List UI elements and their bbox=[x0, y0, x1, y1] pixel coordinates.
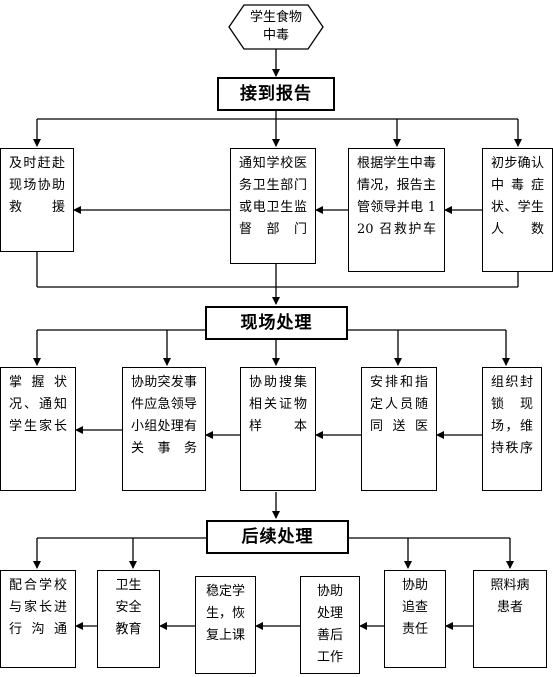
stage3-step5-box: 协助追查责任 bbox=[384, 570, 446, 668]
stage2-step2-box: 协助突发事件应急领导小组处理有关事务 bbox=[122, 367, 206, 491]
start-node: 学生食物中毒 bbox=[229, 5, 323, 49]
stage1-step3-box: 根据学生中毒情况，报告主管领导并电 120 召救护车 bbox=[348, 148, 445, 272]
stage3-step3-box: 稳定学生，恢复上课 bbox=[195, 576, 256, 674]
stage2-step3-box: 协助搜集相关证物样本 bbox=[240, 367, 316, 491]
stage2-header: 现场处理 bbox=[205, 306, 348, 340]
start-node-label: 学生食物中毒 bbox=[250, 10, 303, 43]
stage1-step4-box: 初步确认中毒症状、学生人数 bbox=[482, 148, 553, 272]
stage3-step4-box: 协助处理善后工作 bbox=[300, 576, 360, 674]
stage3-step6-box: 照料病患者 bbox=[473, 570, 547, 668]
stage2-step5-box: 组织封锁现场，维持秩序 bbox=[482, 367, 542, 491]
stage3-step2-box: 卫生安全教育 bbox=[97, 570, 160, 668]
stage1-step1-box: 及时赶赴现场协助救援 bbox=[0, 148, 74, 252]
start-hexagon bbox=[228, 4, 324, 50]
stage3-header: 后续处理 bbox=[206, 520, 349, 554]
stage2-step4-box: 安排和指定人员随同送医 bbox=[361, 367, 437, 491]
stage2-step1-box: 掌握状况、通知学生家长 bbox=[0, 367, 76, 491]
stage1-step2-box: 通知学校医务卫生部门或电卫生监督部门 bbox=[230, 148, 316, 264]
stage3-step1-box: 配合学校与家长进行沟通 bbox=[0, 570, 76, 668]
stage1-header: 接到报告 bbox=[217, 77, 335, 111]
